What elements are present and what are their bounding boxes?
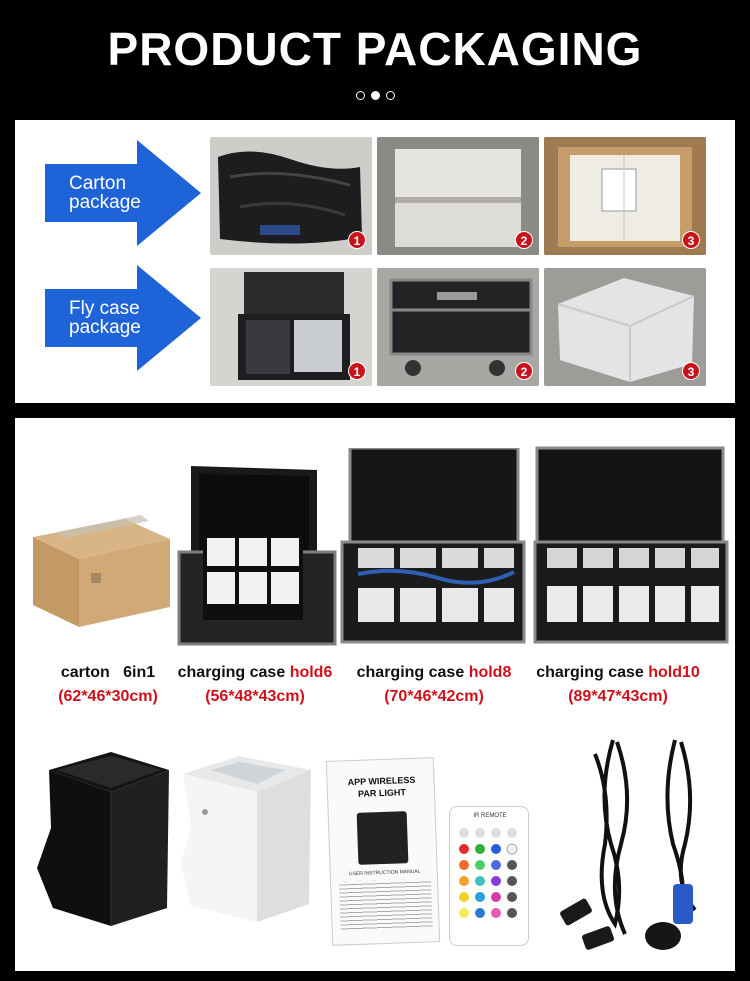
charging-case-hold6-image [177,466,337,646]
carton-step-2-photo: 2 [377,137,539,255]
fly-case-package-arrow: Fly case package [45,265,201,371]
remote-label: IR REMOTE [473,813,507,819]
white-par-light-image [177,754,317,924]
manual-title-line2: PAR LIGHT [357,787,407,799]
product-dims-hold6: (56*48*43cm) [205,688,305,705]
manual-text-lines [339,878,433,932]
carousel-dots [0,87,750,105]
step-badge: 1 [348,362,366,380]
product-caption-carton: carton 6in1 [60,664,156,681]
charging-case-hold10-image [531,446,731,648]
black-par-light-image [31,748,171,928]
arrow-label-line2: package [69,192,141,213]
product-dims-hold10: (89*47*43cm) [568,688,668,705]
manual-product-illustration [356,811,409,865]
charging-case-hold8-image [338,446,528,648]
product-dims-hold8: (70*46*42cm) [384,688,484,705]
arrow-label-line1: Fly case [69,298,140,319]
user-manual: APP WIRELESS PAR LIGHT USER INSTRUCTION … [325,757,441,946]
page-title: PRODUCT PACKAGING [107,23,643,75]
step-badge: 2 [515,231,533,249]
product-dims-carton: (62*46*30cm) [58,688,158,705]
fly-case-step-2-photo: 2 [377,268,539,386]
fly-case-step-1-photo: 1 [210,268,372,386]
power-and-dmx-cables-image [555,734,725,958]
carton-step-1-photo: 1 [210,137,372,255]
packaging-panel: Carton package Fly case package 1 2 3 1 … [15,120,735,403]
step-badge: 2 [515,362,533,380]
carousel-dot-1[interactable] [355,91,365,100]
carousel-dot-2[interactable] [370,91,380,100]
carton-box-image [29,513,174,628]
step-badge: 3 [682,231,700,249]
ir-remote: IR REMOTE [449,806,529,946]
carousel-dot-3[interactable] [385,91,395,100]
fly-case-step-3-photo: 3 [544,268,706,386]
product-caption-hold6: charging case hold6 [177,664,333,681]
carton-package-arrow: Carton package [45,140,201,246]
step-badge: 3 [682,362,700,380]
manual-footer: USER INSTRUCTION MANUAL [348,868,421,878]
products-panel: carton 6in1 charging case hold6 charging… [15,418,735,971]
product-caption-hold8: charging case hold8 [356,664,512,681]
carton-step-3-photo: 3 [544,137,706,255]
step-badge: 1 [348,231,366,249]
arrow-label-line2: package [69,317,141,338]
product-caption-hold10: charging case hold10 [536,664,700,681]
arrow-label-line1: Carton [69,173,127,194]
